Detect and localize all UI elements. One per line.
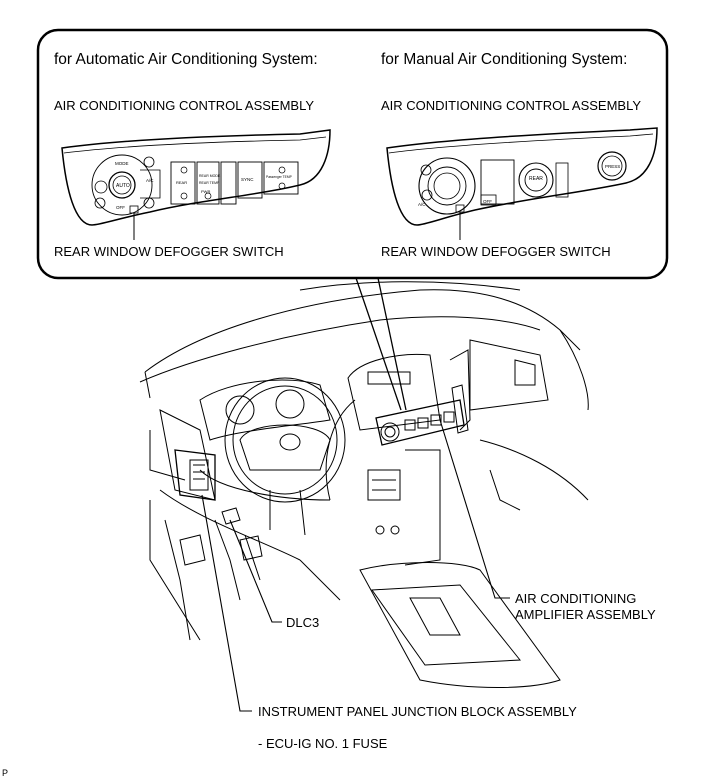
- manual-heading: for Manual Air Conditioning System:: [381, 51, 628, 68]
- amplifier-label-line1: AIR CONDITIONING: [515, 591, 637, 606]
- auto-panel-off-text: OFF: [116, 205, 125, 210]
- callout-pointer-left: [355, 277, 402, 411]
- dashboard-line-art: [139, 281, 589, 688]
- auto-panel-mode-text: MODE: [115, 161, 129, 166]
- manual-panel-press-text: PRESS: [605, 164, 620, 169]
- auto-panel-rear-mode-text: REAR MODE: [199, 174, 221, 178]
- manual-temp-dial: [418, 157, 476, 215]
- amplifier-label-line2: AMPLIFIER ASSEMBLY: [515, 607, 656, 622]
- manual-assembly-label: AIR CONDITIONING CONTROL ASSEMBLY: [381, 98, 642, 113]
- fuse-label: - ECU-IG NO. 1 FUSE: [258, 736, 388, 751]
- auto-panel-ac-text: A/C: [146, 178, 154, 183]
- dlc3-leader: [229, 519, 282, 623]
- amplifier-leader: [439, 419, 510, 599]
- manual-switch-label: REAR WINDOW DEFOGGER SWITCH: [381, 244, 611, 259]
- auto-panel-sync-text: SYNC: [241, 177, 254, 182]
- callout-box: [36, 28, 669, 280]
- manual-control-panel: [386, 127, 658, 226]
- callout-pointer-right: [377, 277, 407, 411]
- junction-block-leader: [201, 494, 252, 712]
- manual-press-knob: [597, 151, 627, 181]
- automatic-assembly-label: AIR CONDITIONING CONTROL ASSEMBLY: [54, 98, 315, 113]
- auto-panel-rear-text: REAR: [176, 180, 187, 185]
- manual-panel-off-text: OFF: [483, 199, 492, 204]
- manual-rear-dial: [518, 162, 554, 198]
- automatic-heading: for Automatic Air Conditioning System:: [54, 51, 318, 68]
- figure-code: P: [2, 768, 9, 778]
- auto-panel-auto-text: AUTO: [116, 183, 130, 189]
- manual-panel-ac-text: A/C: [418, 202, 426, 207]
- auto-panel-passenger-temp-text: Passenger TEMP: [266, 175, 293, 179]
- manual-panel-rear-text: REAR: [529, 176, 543, 182]
- dlc3-label: DLC3: [286, 615, 320, 630]
- junction-block-label: INSTRUMENT PANEL JUNCTION BLOCK ASSEMBLY: [258, 704, 577, 719]
- auto-panel-rear-temp-text: REAR TEMP: [199, 181, 220, 185]
- auto-dial: [108, 171, 136, 199]
- auto-panel-pwr-text: PWR: [201, 189, 210, 194]
- automatic-switch-label: REAR WINDOW DEFOGGER SWITCH: [54, 244, 284, 259]
- automatic-control-panel: [61, 129, 331, 226]
